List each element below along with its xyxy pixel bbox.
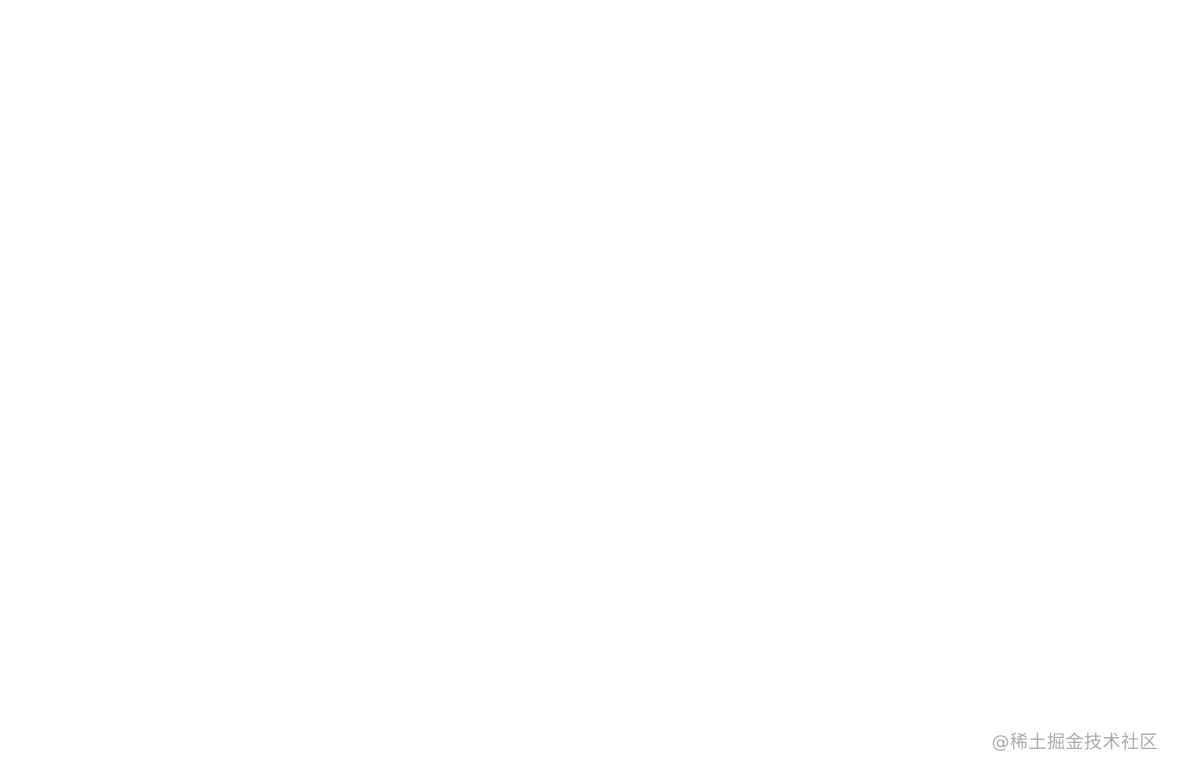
watermark: @稀土掘金技术社区 xyxy=(991,732,1158,753)
